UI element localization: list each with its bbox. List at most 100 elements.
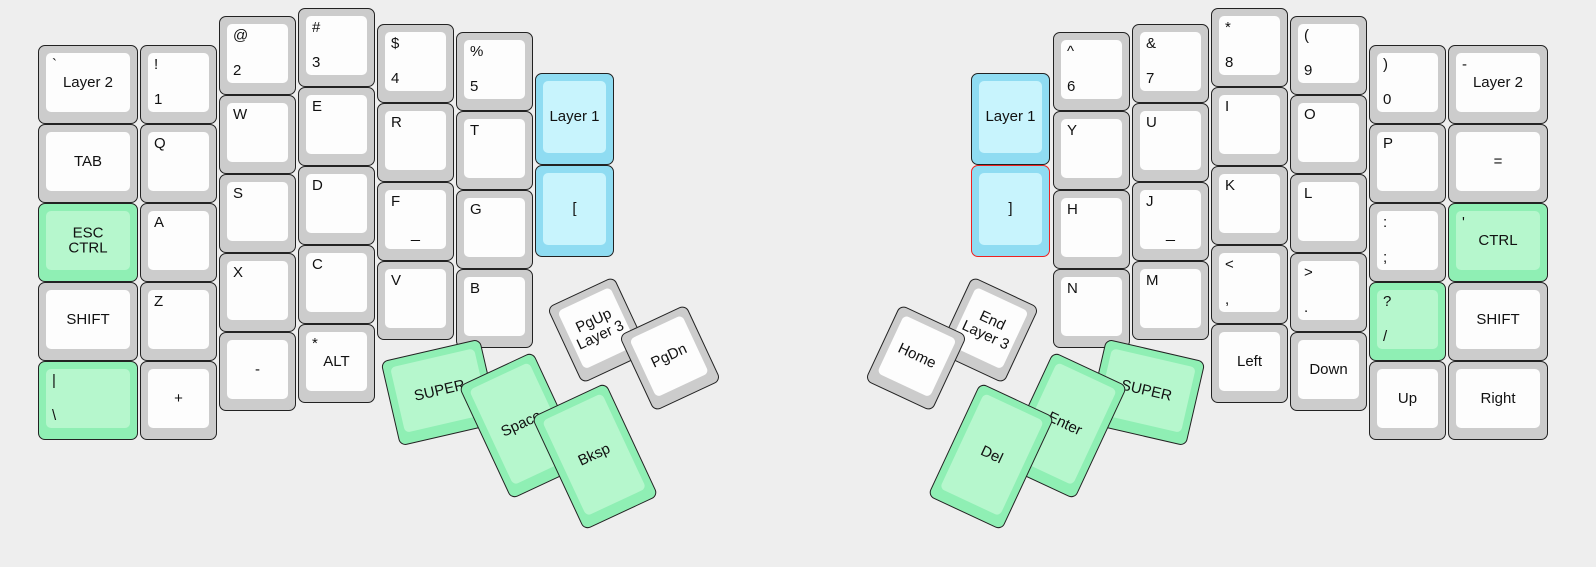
key-b[interactable]: B — [456, 269, 533, 348]
keycap-surface: Q — [148, 132, 209, 191]
key-legend: 4 — [391, 70, 400, 88]
key-tab[interactable]: TAB — [38, 124, 138, 203]
key-legend: 8 — [1225, 54, 1234, 72]
key-r[interactable]: R — [377, 103, 454, 182]
key-legend: $ — [391, 35, 400, 52]
keycap-surface: |\ — [46, 369, 130, 428]
key-h[interactable]: H — [1053, 190, 1130, 269]
key-semicolon[interactable]: :; — [1369, 203, 1446, 282]
keycap-surface: R — [385, 111, 446, 170]
key-esc-ctrl[interactable]: ESC CTRL — [38, 203, 138, 282]
key-legend: Up — [1397, 389, 1418, 407]
key-legend: H — [1067, 201, 1078, 218]
key-y[interactable]: Y — [1053, 111, 1130, 190]
key-8[interactable]: *8 — [1211, 8, 1288, 87]
key-bracket-left[interactable]: [ — [535, 165, 614, 257]
key-legend: - — [1462, 56, 1467, 73]
key-legend: Right — [1480, 389, 1516, 407]
key-shift[interactable]: SHIFT — [38, 282, 138, 361]
key-q[interactable]: Q — [140, 124, 217, 203]
key-legend: 6 — [1067, 78, 1076, 96]
key-legend: Bksp — [575, 439, 613, 470]
key-c[interactable]: C — [298, 245, 375, 324]
key-pipe-backslash[interactable]: |\ — [38, 361, 138, 440]
key-5[interactable]: %5 — [456, 32, 533, 111]
key-g[interactable]: G — [456, 190, 533, 269]
key-minus-layer2[interactable]: -Layer 2 — [1448, 45, 1548, 124]
key-legend: E — [312, 98, 323, 115]
key-legend: CTRL — [1478, 231, 1518, 249]
key-6[interactable]: ^6 — [1053, 32, 1130, 111]
keycap-surface: SHIFT — [1456, 290, 1540, 349]
key-up[interactable]: Up — [1369, 361, 1446, 440]
key-legend: : — [1383, 214, 1388, 231]
keycap-surface: L — [1298, 182, 1359, 241]
key-t[interactable]: T — [456, 111, 533, 190]
key-o[interactable]: O — [1290, 95, 1367, 174]
key-legend: End Layer 3 — [959, 307, 1012, 354]
keycap-surface: !1 — [148, 53, 209, 112]
key-legend: J — [1146, 193, 1154, 210]
key-e[interactable]: E — [298, 87, 375, 166]
key-0[interactable]: )0 — [1369, 45, 1446, 124]
key-legend: W — [233, 106, 248, 123]
keycap-surface: &7 — [1140, 32, 1201, 91]
keycap-surface: Y — [1061, 119, 1122, 178]
key-legend: Layer 1 — [549, 108, 600, 126]
key-legend: I — [1225, 98, 1230, 115]
key-layer1-left[interactable]: Layer 1 — [535, 73, 614, 165]
key-x[interactable]: X — [219, 253, 296, 332]
key-quote-ctrl[interactable]: 'CTRL — [1448, 203, 1548, 282]
key-7[interactable]: &7 — [1132, 24, 1209, 103]
keycap-surface: #3 — [306, 16, 367, 75]
keycap-surface: K — [1219, 174, 1280, 233]
key-2[interactable]: @2 — [219, 16, 296, 95]
key-n[interactable]: N — [1053, 269, 1130, 348]
keycap-surface: TAB — [46, 132, 130, 191]
key-l[interactable]: L — [1290, 174, 1367, 253]
key-v[interactable]: V — [377, 261, 454, 340]
key-legend: Del — [978, 441, 1006, 467]
key-right[interactable]: Right — [1448, 361, 1548, 440]
key-w[interactable]: W — [219, 95, 296, 174]
key-4[interactable]: $4 — [377, 24, 454, 103]
key-bracket-right[interactable]: ] — [971, 165, 1050, 257]
keycap-surface: C — [306, 253, 367, 312]
key-z[interactable]: Z — [140, 282, 217, 361]
key-p[interactable]: P — [1369, 124, 1446, 203]
key-period[interactable]: >. — [1290, 253, 1367, 332]
key-3[interactable]: #3 — [298, 8, 375, 87]
keycap-surface: J_ — [1140, 190, 1201, 249]
keycap-surface: `Layer 2 — [46, 53, 130, 112]
keycap-surface: 'CTRL — [1456, 211, 1540, 270]
key-9[interactable]: (9 — [1290, 16, 1367, 95]
key-comma[interactable]: <, — [1211, 245, 1288, 324]
key-legend: PgUp Layer 3 — [573, 305, 627, 354]
keycap-surface: End Layer 3 — [949, 286, 1029, 370]
key-down[interactable]: Down — [1290, 332, 1367, 411]
key-u[interactable]: U — [1132, 103, 1209, 182]
key-f[interactable]: F_ — [377, 182, 454, 261]
key-d[interactable]: D — [298, 166, 375, 245]
key-legend: S — [233, 185, 244, 202]
key-shift-right[interactable]: SHIFT — [1448, 282, 1548, 361]
key-m[interactable]: M — [1132, 261, 1209, 340]
key-slash[interactable]: ?/ — [1369, 282, 1446, 361]
key-left[interactable]: Left — [1211, 324, 1288, 403]
key-plus[interactable]: + — [140, 361, 217, 440]
key-1[interactable]: !1 — [140, 45, 217, 124]
key-alt[interactable]: *ALT — [298, 324, 375, 403]
key-minus[interactable]: - — [219, 332, 296, 411]
key-equal[interactable]: = — [1448, 124, 1548, 203]
key-s[interactable]: S — [219, 174, 296, 253]
key-i[interactable]: I — [1211, 87, 1288, 166]
key-k[interactable]: K — [1211, 166, 1288, 245]
key-j[interactable]: J_ — [1132, 182, 1209, 261]
key-layer1-right[interactable]: Layer 1 — [971, 73, 1050, 165]
keycap-surface: *ALT — [306, 332, 367, 391]
key-a[interactable]: A — [140, 203, 217, 282]
key-grave-layer2[interactable]: `Layer 2 — [38, 45, 138, 124]
key-legend: Layer 2 — [62, 73, 114, 91]
key-legend: Down — [1309, 360, 1348, 378]
key-legend: ^ — [1067, 43, 1075, 60]
